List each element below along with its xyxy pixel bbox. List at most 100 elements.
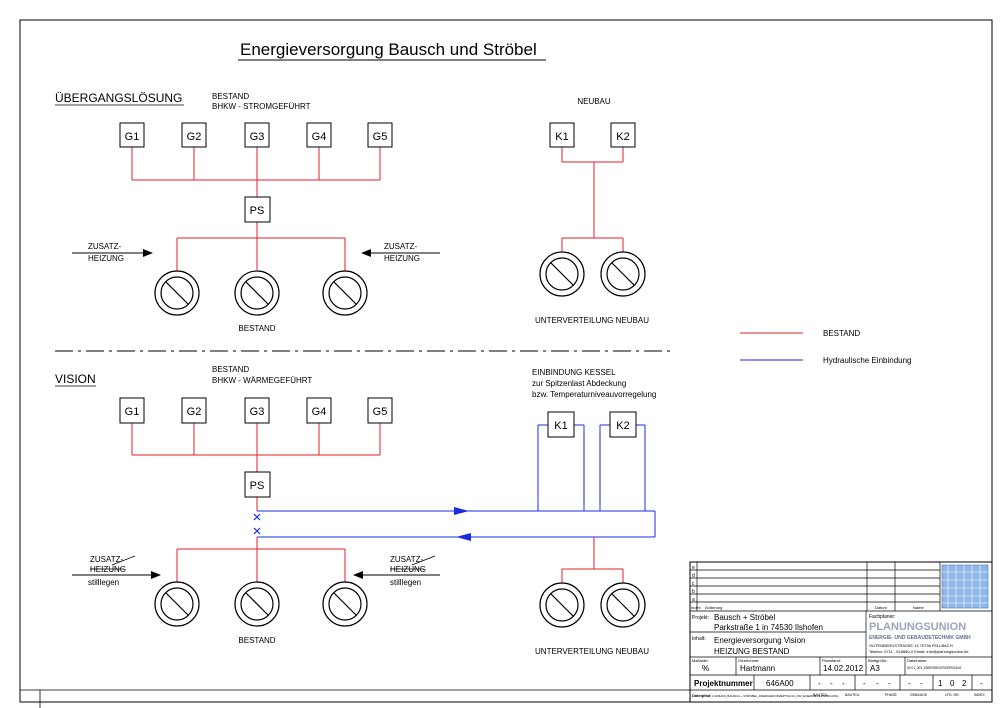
neubau-label: NEUBAU [577,97,611,106]
company-logo-grid [942,565,988,608]
rev-letter: e [692,565,695,571]
boiler-k2: K2 [610,122,636,148]
dateipfad-value: L:\646A00_BAUSCH + STRÖBEL_ENERGIEKONZEP… [712,694,839,698]
consumer-label: BESTAND [238,324,275,333]
heating-pipe-existing [131,423,381,584]
svg-text:-: - [920,679,923,688]
inhalt-label: Inhalt: [692,636,706,642]
bestand-caption: BESTAND [212,92,249,101]
heating-pipe-existing [131,147,381,271]
return-arrow [456,533,471,541]
svg-text:G5: G5 [373,406,388,418]
projekt-address: Parkstraße 1 in 74530 Ilshofen [714,623,823,632]
zusatz-heizung-right: ZUSATZ- [390,555,424,564]
rev-letter: d [692,573,695,579]
storage-ps: PS [244,196,271,223]
svg-text:1: 1 [938,679,943,688]
svg-text:K1: K1 [555,131,568,143]
strike-line [111,555,136,566]
svg-text:G3: G3 [250,131,265,143]
consumer-symbol [154,270,200,316]
svg-text:PS: PS [250,480,265,492]
consumer-symbol [322,581,368,627]
datum-header: Datum [875,605,887,610]
boiler-k1: K1 [549,122,575,148]
generator-g5: G5 [367,122,393,148]
hydraulic-integration-pipe [257,424,656,538]
rev-letter: c [692,581,695,587]
bhkw-mode-caption: BHKW - STROMGEFÜHRT [212,102,311,111]
section-label-uebergang: ÜBERGANGSLÖSUNG [55,91,182,105]
consumer-symbol [234,270,280,316]
svg-text:G4: G4 [312,406,327,418]
gezeichnet-label: Gezeichnet: [738,658,759,663]
page-title: Energieversorgung Bausch und Ströbel [240,40,537,59]
generator-g3: G3 [244,122,270,148]
inhalt-line1: Energieversorgung Vision [714,636,805,645]
legend-label-bestand: BESTAND [823,329,860,338]
bestand-caption: BESTAND [212,365,249,374]
blattgroesse-label: Blattgröße: [868,658,888,663]
svg-text:0: 0 [950,679,955,688]
svg-text:-: - [842,679,845,688]
svg-text:G5: G5 [373,131,388,143]
generator-g4: G4 [306,397,332,424]
valve-cross-icon [253,513,261,535]
svg-text:BAUTEIL: BAUTEIL [845,693,860,697]
dateiname-value: 02.01_003_ENERGIEVERSORGUNG [907,666,962,670]
projektnummer-label: Projektnummer [694,679,753,688]
svg-text:G2: G2 [187,131,202,143]
svg-text:INDEX: INDEX [974,693,985,697]
zusatz-heizung-left: HEIZUNG [88,254,124,263]
generator-g4: G4 [306,122,332,148]
title-block [689,561,993,703]
unterverteilung-label: UNTERVERTEILUNG NEUBAU [535,647,649,656]
name-header: Name [913,605,924,610]
svg-text:G1: G1 [125,131,140,143]
company-contact: Telefon: 0711 - 518680-0 Email: info@pla… [869,649,969,654]
generator-g2: G2 [181,122,207,148]
projektnummer-value: 646A00 [766,679,794,688]
svg-text:-: - [980,679,983,688]
svg-text:-: - [888,679,891,688]
company-logo [941,564,989,609]
strike-line [411,555,436,566]
svg-text:-: - [818,679,821,688]
rev-letter: b [692,589,695,595]
svg-text:-: - [863,679,866,688]
projekt-name: Bausch + Ströbel [714,613,775,622]
svg-text:GEBÄUDE: GEBÄUDE [910,693,928,697]
svg-text:K1: K1 [554,420,567,432]
legend-label-hydraulik: Hydraulische Einbindung [823,356,912,365]
storage-ps: PS [244,471,271,498]
svg-text:-: - [908,679,911,688]
consumer-symbol [234,581,280,627]
svg-text:G1: G1 [125,406,140,418]
stilllegen-left: stilllegen [88,578,119,587]
generator-g2: G2 [181,397,207,424]
svg-text:PHASE: PHASE [885,693,898,697]
section-label-vision: VISION [55,372,96,386]
heating-pipe-existing [561,147,624,252]
rev-letter: a [692,597,695,603]
planstand-label: Planstand: [822,658,841,663]
consumer-symbol [600,582,646,628]
consumer-symbol [322,270,368,316]
consumer-symbol [539,582,585,628]
svg-text:PS: PS [250,205,265,217]
generator-g1: G1 [119,122,145,148]
consumer-symbol [539,251,585,297]
gezeichnet-value: Hartmann [740,664,775,673]
blattgroesse-value: A3 [870,664,880,673]
projekt-label: Projekt: [692,615,709,621]
svg-text:-: - [830,679,833,688]
svg-text:G3: G3 [250,406,265,418]
svg-text:K2: K2 [616,131,629,143]
massstab-value: % [702,664,709,673]
kessel-caption: EINBINDUNG KESSEL [532,368,616,377]
company-address: GUTENBERGSTRASSE 14 70736 FELLBACH [869,643,953,648]
bhkw-mode-caption: BHKW - WÄRMEGEFÜHRT [212,376,312,385]
drawing-frame [19,19,993,703]
unterverteilung-label: UNTERVERTEILUNG NEUBAU [535,316,649,325]
svg-text:BAUTEIL: BAUTEIL [813,693,828,697]
